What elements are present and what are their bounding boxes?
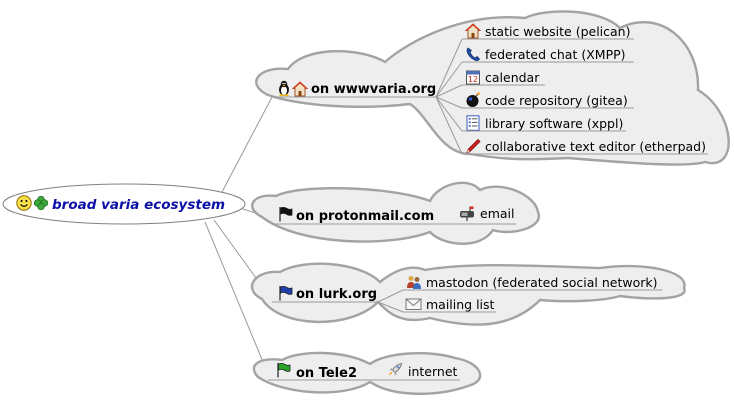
child-federated-chat[interactable]: federated chat (XMPP) — [462, 47, 634, 63]
branch-lurk[interactable]: on lurk.org — [272, 285, 378, 303]
child-label: mailing list — [426, 297, 495, 312]
smiley-icon — [16, 195, 32, 211]
child-label: collaborative text editor (etherpad) — [485, 139, 706, 154]
cloud-lurk — [250, 262, 686, 326]
child-label: email — [480, 206, 514, 221]
child-label: library software (xppl) — [485, 116, 623, 131]
root-node[interactable]: broad varia ecosystem — [2, 183, 246, 225]
child-label: code repository (gitea) — [485, 93, 628, 108]
calendar-icon — [466, 70, 480, 85]
child-label: federated chat (XMPP) — [485, 47, 626, 62]
branch-label: on Tele2 — [296, 366, 357, 381]
child-calendar[interactable]: calendar — [462, 70, 545, 86]
child-code-repository[interactable]: code repository (gitea) — [462, 91, 634, 109]
child-collaborative-editor[interactable]: collaborative text editor (etherpad) — [462, 139, 708, 155]
tele2-children: internet — [385, 363, 460, 381]
branch-wwwvaria[interactable]: on wwwvaria.org — [272, 80, 436, 98]
protonmail-children: email — [430, 206, 516, 225]
cloud-protonmail — [251, 181, 541, 245]
branch-label: on wwwvaria.org — [311, 82, 436, 97]
child-label: mastodon (federated social network) — [426, 275, 658, 290]
root-edges — [204, 96, 273, 375]
branch-label: on protonmail.com — [296, 209, 434, 224]
envelope-icon — [405, 298, 422, 310]
wwwvaria-children: static website (pelican) federated chat … — [435, 23, 708, 155]
root-label: broad varia ecosystem — [52, 197, 225, 213]
lurk-children: mastodon (federated social network) mail… — [377, 275, 662, 313]
child-static-website[interactable]: static website (pelican) — [462, 23, 634, 40]
child-email[interactable]: email — [456, 206, 516, 225]
branch-label: on lurk.org — [296, 287, 377, 302]
child-mailing-list[interactable]: mailing list — [403, 297, 496, 313]
child-label: static website (pelican) — [485, 24, 630, 39]
branch-protonmail[interactable]: on protonmail.com — [272, 206, 434, 225]
child-library-software[interactable]: library software (xppl) — [462, 115, 626, 132]
list-icon — [466, 115, 480, 131]
cloud-wwwvaria — [255, 10, 730, 166]
edge-root-tele2 — [204, 221, 269, 375]
child-internet[interactable]: internet — [385, 363, 460, 381]
child-mastodon[interactable]: mastodon (federated social network) — [403, 275, 662, 291]
edge-root-www — [221, 96, 273, 193]
child-label: internet — [408, 364, 458, 379]
child-label: calendar — [485, 70, 540, 85]
branch-tele2[interactable]: on Tele2 — [268, 362, 385, 381]
cloud-tele2 — [252, 351, 482, 395]
